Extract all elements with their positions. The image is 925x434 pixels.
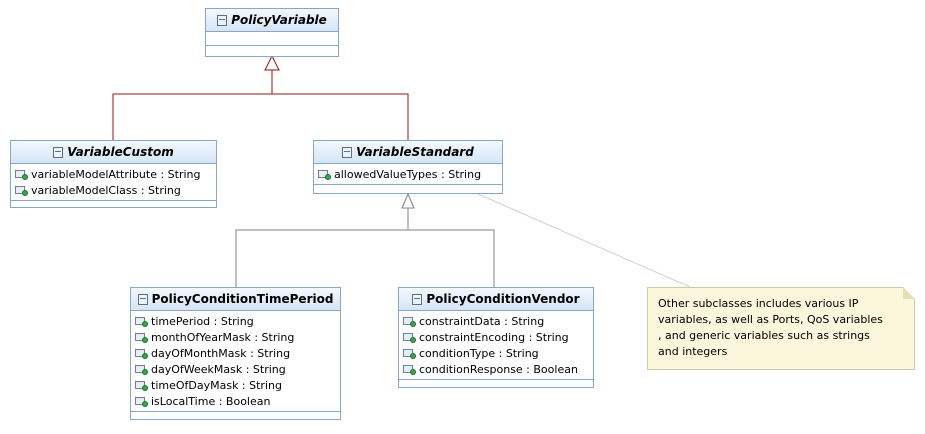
class-icon bbox=[217, 14, 228, 26]
attribute-row[interactable]: conditionResponse : Boolean bbox=[403, 361, 593, 377]
attribute-text: isLocalTime : Boolean bbox=[151, 394, 271, 408]
attribute-icon bbox=[318, 169, 331, 180]
attribute-row[interactable]: conditionType : String bbox=[403, 345, 593, 361]
attribute-text: conditionResponse : Boolean bbox=[419, 362, 578, 376]
attribute-text: timeOfDayMask : String bbox=[151, 378, 282, 392]
class-name: VariableStandard bbox=[356, 145, 474, 159]
attribute-row[interactable]: constraintData : String bbox=[403, 313, 593, 329]
class-icon bbox=[53, 146, 64, 158]
operation-compartment bbox=[399, 380, 593, 388]
attribute-text: dayOfWeekMask : String bbox=[151, 362, 286, 376]
attribute-icon bbox=[403, 364, 416, 375]
attribute-compartment: variableModelAttribute : String variable… bbox=[11, 164, 216, 201]
attribute-icon bbox=[135, 332, 148, 343]
attribute-text: variableModelClass : String bbox=[31, 183, 181, 197]
attribute-text: constraintData : String bbox=[419, 314, 545, 328]
attribute-icon bbox=[135, 380, 148, 391]
attribute-icon bbox=[15, 169, 28, 180]
operation-compartment bbox=[131, 412, 340, 420]
operation-compartment bbox=[206, 46, 338, 54]
attribute-row[interactable]: constraintEncoding : String bbox=[403, 329, 593, 345]
attribute-row[interactable]: allowedValueTypes : String bbox=[318, 166, 502, 182]
attribute-icon bbox=[15, 185, 28, 196]
class-policy-condition-time-period[interactable]: PolicyConditionTimePeriod timePeriod : S… bbox=[130, 287, 341, 420]
attribute-compartment: allowedValueTypes : String bbox=[314, 164, 502, 185]
class-icon bbox=[137, 293, 148, 305]
class-variable-standard[interactable]: VariableStandard allowedValueTypes : Str… bbox=[313, 140, 503, 194]
attribute-text: variableModelAttribute : String bbox=[31, 167, 201, 181]
class-policy-variable[interactable]: PolicyVariable bbox=[205, 8, 339, 57]
note-anchor-line bbox=[477, 193, 691, 288]
attribute-icon bbox=[135, 364, 148, 375]
attribute-text: monthOfYearMask : String bbox=[151, 330, 295, 344]
operation-compartment bbox=[11, 201, 216, 209]
class-name: PolicyConditionVendor bbox=[426, 292, 580, 306]
attribute-text: allowedValueTypes : String bbox=[334, 167, 482, 181]
attribute-compartment bbox=[206, 32, 338, 46]
attribute-compartment: timePeriod : String monthOfYearMask : St… bbox=[131, 311, 340, 412]
attribute-row[interactable]: isLocalTime : Boolean bbox=[135, 393, 340, 409]
attribute-compartment: constraintData : String constraintEncodi… bbox=[399, 311, 593, 380]
class-header: PolicyConditionVendor bbox=[399, 288, 593, 311]
attribute-icon bbox=[135, 396, 148, 407]
attribute-row[interactable]: variableModelClass : String bbox=[15, 182, 216, 198]
attribute-text: dayOfMonthMask : String bbox=[151, 346, 291, 360]
class-header: VariableCustom bbox=[11, 141, 216, 164]
attribute-icon bbox=[403, 348, 416, 359]
generalization-policy-variable bbox=[112, 54, 409, 140]
operation-compartment bbox=[314, 185, 502, 193]
attribute-icon bbox=[135, 316, 148, 327]
attribute-row[interactable]: dayOfMonthMask : String bbox=[135, 345, 340, 361]
class-name: VariableCustom bbox=[67, 145, 174, 159]
attribute-row[interactable]: variableModelAttribute : String bbox=[15, 166, 216, 182]
class-header: PolicyConditionTimePeriod bbox=[131, 288, 340, 311]
class-icon bbox=[342, 146, 353, 158]
attribute-row[interactable]: monthOfYearMask : String bbox=[135, 329, 340, 345]
attribute-text: conditionType : String bbox=[419, 346, 539, 360]
attribute-icon bbox=[403, 332, 416, 343]
attribute-icon bbox=[135, 348, 148, 359]
class-icon bbox=[412, 293, 423, 305]
class-policy-condition-vendor[interactable]: PolicyConditionVendor constraintData : S… bbox=[398, 287, 594, 388]
attribute-text: constraintEncoding : String bbox=[419, 330, 569, 344]
attribute-row[interactable]: timePeriod : String bbox=[135, 313, 340, 329]
class-variable-custom[interactable]: VariableCustom variableModelAttribute : … bbox=[10, 140, 217, 208]
class-name: PolicyVariable bbox=[231, 13, 327, 27]
attribute-row[interactable]: dayOfWeekMask : String bbox=[135, 361, 340, 377]
generalization-variable-standard bbox=[235, 192, 495, 287]
class-name: PolicyConditionTimePeriod bbox=[151, 292, 334, 306]
note-box[interactable]: Other subclasses includes various IP var… bbox=[647, 287, 915, 370]
attribute-row[interactable]: timeOfDayMask : String bbox=[135, 377, 340, 393]
class-header: PolicyVariable bbox=[206, 9, 338, 32]
note-text: Other subclasses includes various IP var… bbox=[658, 297, 883, 358]
attribute-icon bbox=[403, 316, 416, 327]
attribute-text: timePeriod : String bbox=[151, 314, 254, 328]
note-fold-corner bbox=[903, 287, 915, 299]
class-header: VariableStandard bbox=[314, 141, 502, 164]
